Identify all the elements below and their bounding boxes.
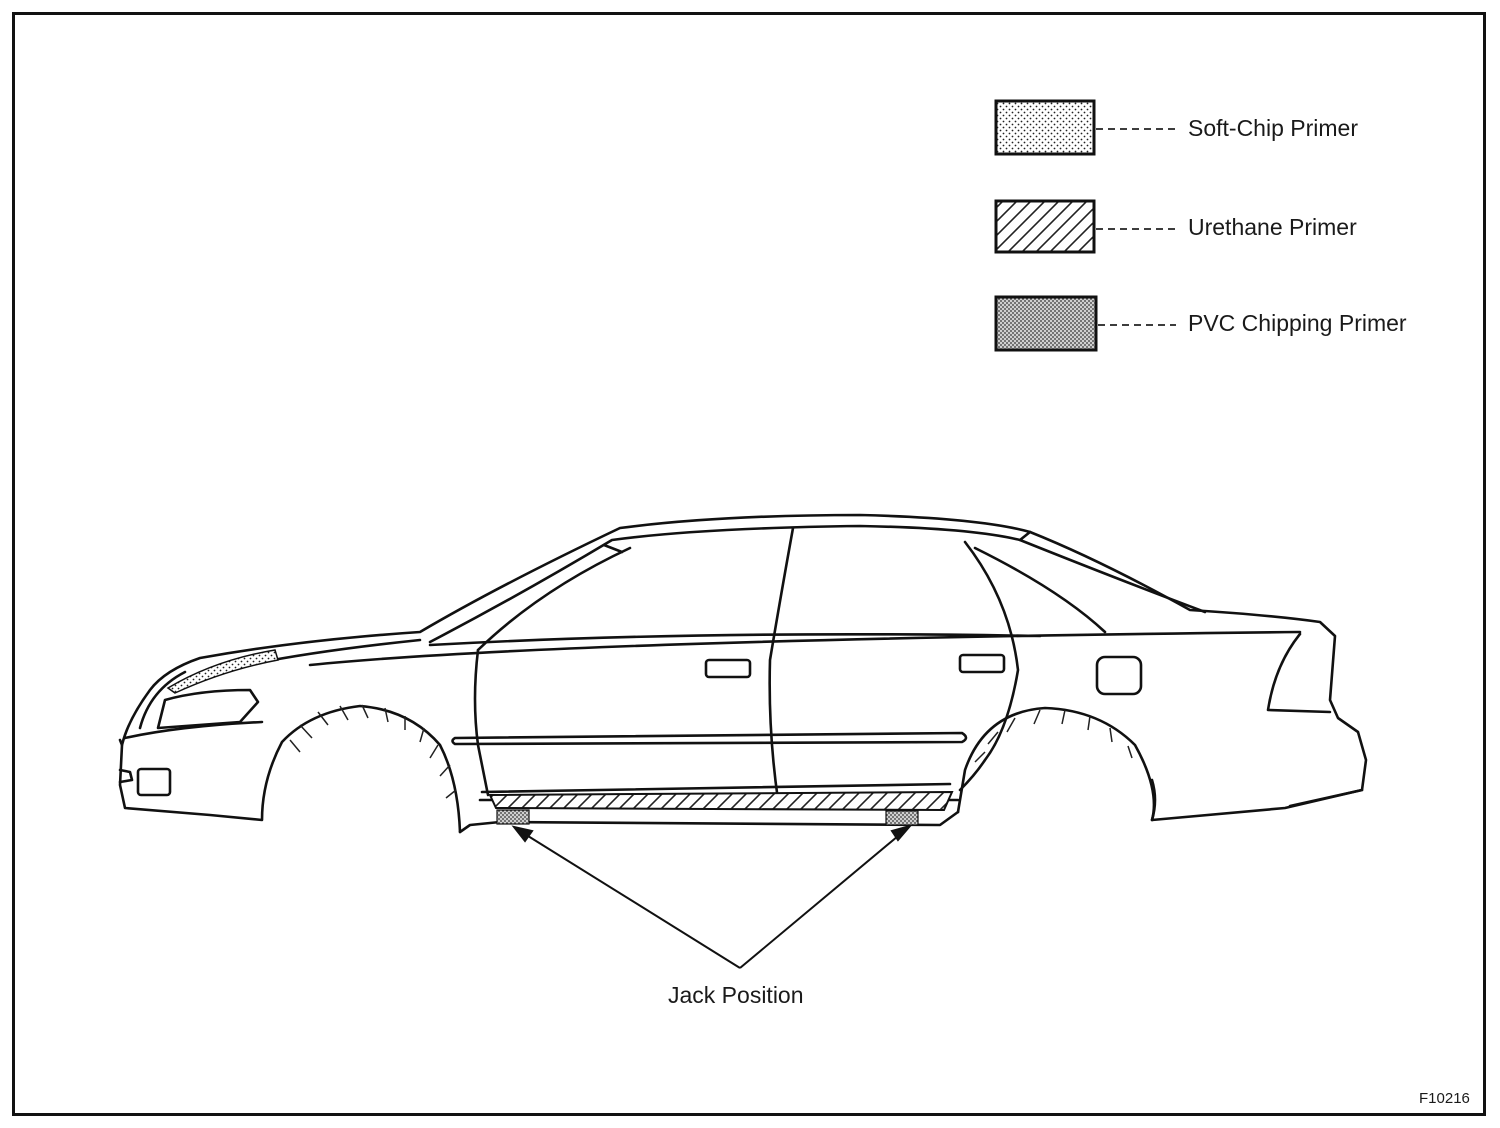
car-tail-light: [1266, 632, 1332, 714]
car-rear-door-handle: [958, 653, 1006, 674]
legend-swatch-soft-chip: [994, 99, 1096, 156]
pvc-area-front-jack: [496, 809, 530, 825]
car-b-pillar: [768, 526, 795, 802]
legend-label-pvc: PVC Chipping Primer: [1188, 310, 1407, 336]
legend-label-urethane: Urethane Primer: [1188, 214, 1357, 240]
legend-swatch-urethane: [994, 199, 1096, 254]
legend-label-soft-chip: Soft-Chip Primer: [1188, 115, 1358, 141]
pvc-area-rear-jack: [885, 810, 919, 826]
car-fuel-door: [1095, 655, 1143, 696]
jack-position-arrows: [511, 824, 913, 969]
car-rear-door: [958, 540, 1020, 792]
wheel-arch-hatching: [289, 704, 1133, 799]
car-headlight: [156, 688, 260, 730]
car-front-door-handle: [704, 658, 752, 679]
legend: [994, 99, 1176, 352]
car-body: [118, 513, 1368, 834]
jack-position-label: Jack Position: [668, 982, 804, 1008]
urethane-area-rocker: [488, 790, 954, 812]
car-front-door: [473, 648, 490, 797]
figure-frame: [12, 12, 1486, 1116]
legend-swatch-pvc: [994, 295, 1098, 352]
car-windshield: [428, 524, 1207, 644]
figure-id: F10216: [1419, 1090, 1470, 1107]
car-front-bumper: [118, 704, 462, 834]
car-roof-outline: [118, 513, 1368, 822]
soft-chip-area-hood: [166, 649, 279, 694]
